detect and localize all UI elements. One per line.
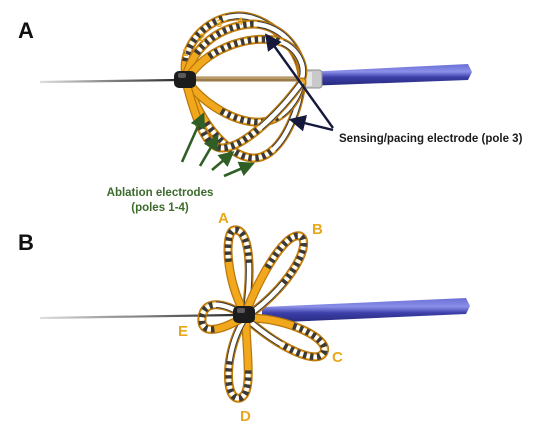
panel-b-petal-b — [241, 231, 309, 319]
sensing-arrow-upper — [265, 33, 334, 129]
petal-label-d: D — [240, 408, 251, 425]
panel-b-petal-d-electrode-band-light — [226, 318, 251, 401]
petal-label-b: B — [312, 221, 323, 238]
panel-b-petal-c-electrode-band-light — [246, 315, 327, 359]
panel-b-petal-c — [243, 313, 329, 362]
panel-b-catheter-shaft — [262, 298, 470, 323]
sensing-arrow-lower — [288, 115, 334, 132]
pole-label-4: 4 — [237, 16, 244, 28]
pole-label-2: 2 — [199, 32, 205, 44]
ablation-arrow-3 — [211, 150, 235, 171]
panel-a-spline-5-electrode-band-light — [186, 80, 305, 125]
panel-b: B A B C D E — [18, 210, 470, 425]
petal-label-a: A — [218, 210, 229, 227]
ablation-callout-line1: Ablation electrodes — [107, 187, 214, 199]
panel-a-guidewire — [39, 78, 179, 84]
ablation-arrow-1 — [180, 112, 206, 163]
ablation-arrow-2 — [198, 134, 219, 167]
panel-b-petals — [197, 225, 329, 403]
panel-b-petal-a — [223, 225, 254, 317]
pole-label-1: 1 — [182, 47, 188, 59]
panel-a-distal-tip — [174, 71, 196, 88]
panel-b-petal-e-electrode-band-light — [199, 302, 244, 332]
panel-b-petal-e — [197, 300, 247, 334]
panel-a-spline-4-electrode-band-light — [185, 81, 305, 161]
panel-b-petal-b-electrode-band-light — [243, 233, 306, 316]
panel-a-letter: A — [18, 18, 34, 43]
petal-label-c: C — [332, 349, 343, 366]
ablation-callout-line2: (poles 1-4) — [131, 202, 189, 214]
petal-label-e: E — [178, 323, 188, 340]
panel-a-spline-6-electrode-band-light — [183, 80, 304, 151]
panel-b-petal-b-outline — [241, 231, 309, 319]
panel-a: A 1 2 3 4 Sensing/pacing electrode (pole… — [18, 11, 523, 214]
sensing-pacing-callout: Sensing/pacing electrode (pole 3) — [339, 133, 523, 145]
ablation-arrow-4 — [223, 161, 255, 178]
panel-b-letter: B — [18, 230, 34, 255]
panel-a-catheter-shaft — [299, 64, 472, 89]
panel-b-petal-a-electrode-band-light — [225, 227, 252, 314]
pole-label-3: 3 — [216, 18, 222, 30]
panel-a-spline-3-electrode-band-light — [186, 37, 306, 80]
panel-b-petal-d — [223, 315, 253, 403]
panel-b-hub — [233, 306, 255, 323]
